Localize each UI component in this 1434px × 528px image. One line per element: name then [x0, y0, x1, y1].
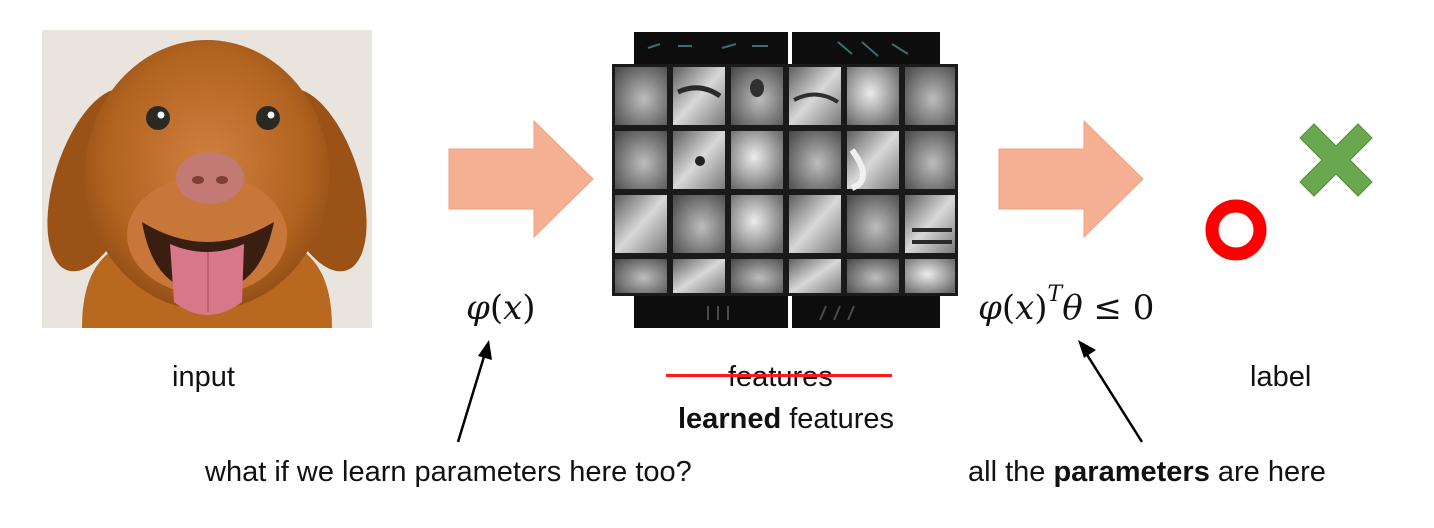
classifier-expression: φ(x)Tθ ≤ 0 — [978, 282, 1155, 328]
features-struck-label: features — [728, 361, 833, 393]
params-prefix: all the — [968, 456, 1054, 488]
circle-o-icon — [1205, 199, 1267, 261]
x-symbol: x — [1015, 288, 1035, 328]
params-suffix: are here — [1209, 456, 1326, 488]
pointer-arrow — [456, 340, 492, 443]
block-arrow-right — [998, 120, 1144, 238]
label-label: label — [1250, 361, 1312, 393]
features-word: features — [781, 403, 895, 435]
block-arrow-right — [448, 120, 594, 238]
theta-symbol: θ — [1062, 288, 1083, 328]
question-text: what if we learn parameters here too? — [205, 456, 692, 488]
paren-close: ) — [522, 288, 536, 328]
paren-open: ( — [489, 288, 504, 328]
pointer-arrow — [1078, 340, 1144, 443]
feature-filter-grid — [612, 32, 958, 328]
learned-features-label: learned features — [678, 403, 894, 436]
inequality: ≤ 0 — [1093, 288, 1155, 328]
parameters-text: all the parameters are here — [968, 456, 1326, 489]
phi-x-expression: φ(x) — [466, 288, 536, 328]
dog-photo — [42, 30, 372, 328]
input-label: input — [172, 361, 235, 393]
x-symbol: x — [503, 288, 523, 328]
strike-line — [666, 374, 892, 377]
cross-x-icon — [1299, 123, 1373, 197]
phi-symbol: φ — [978, 288, 1002, 328]
params-bold: parameters — [1053, 456, 1210, 488]
transpose-symbol: T — [1047, 282, 1063, 307]
learned-word: learned — [678, 403, 782, 435]
phi-symbol: φ — [466, 288, 490, 328]
